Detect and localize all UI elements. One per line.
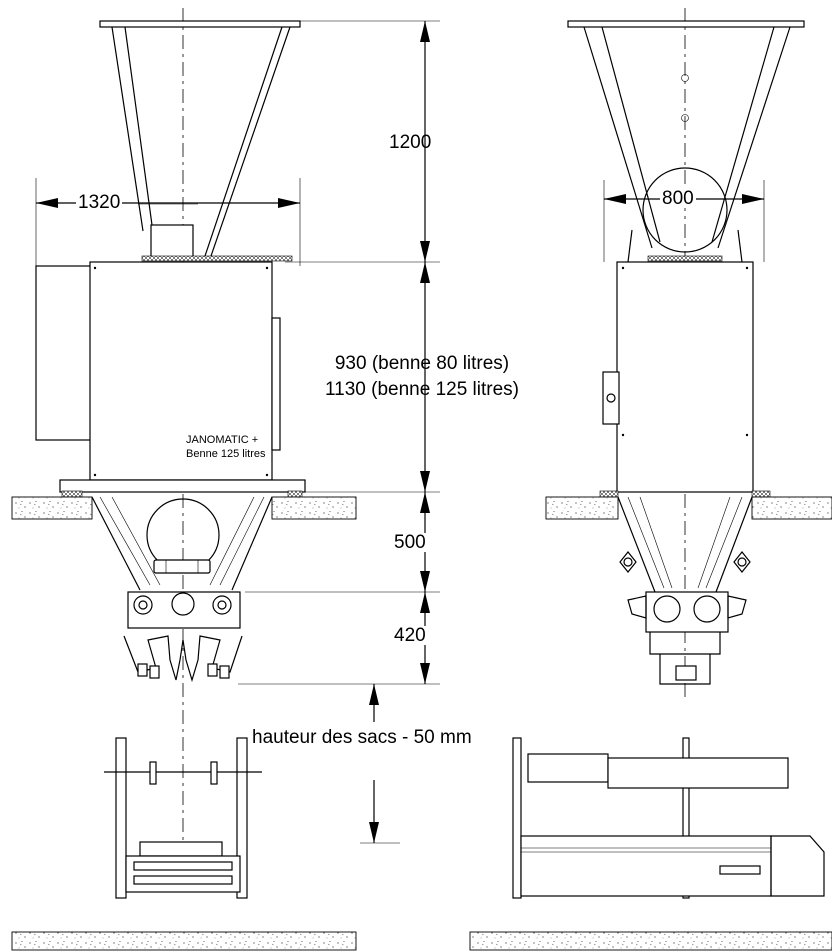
- left-cone: [91, 496, 273, 591]
- right-view: [469, 8, 832, 951]
- dimension-1130: 1130 (benne 125 litres): [325, 379, 519, 400]
- right-hopper: [567, 20, 805, 263]
- dimension-1200: 1200: [389, 132, 432, 153]
- machine-label-line1: JANOMATIC +: [186, 434, 259, 446]
- left-floor-slab-upper-right: [271, 496, 357, 520]
- right-floor-slab-right: [751, 496, 832, 520]
- machine-label-line2: Benne 125 litres: [186, 448, 266, 460]
- dimension-1320: 1320: [76, 192, 123, 213]
- dimension-930: 930 (benne 80 litres): [334, 353, 510, 374]
- right-floor-slab-left: [545, 496, 619, 520]
- dimension-500: 500: [394, 532, 426, 553]
- right-cone: [617, 496, 753, 593]
- right-machine-body: [599, 255, 771, 498]
- left-bag-clamp: [123, 591, 243, 683]
- machine-label: JANOMATIC + Benne 125 litres: [186, 433, 266, 461]
- left-machine-body: [35, 255, 306, 498]
- right-floor-bottom: [469, 931, 832, 951]
- right-bag-support: [512, 737, 825, 899]
- dimension-800: 800: [660, 188, 696, 209]
- dimension-420: 420: [394, 625, 426, 646]
- left-view: [11, 8, 440, 951]
- right-side-fitting-left: [619, 551, 637, 573]
- left-dimension-lines: [35, 20, 440, 844]
- left-bag-support: [104, 737, 262, 899]
- left-floor-bottom: [11, 931, 357, 951]
- right-bag-clamp: [627, 591, 747, 685]
- right-side-fitting-right: [733, 551, 751, 573]
- dimension-bag-height: hauteur des sacs - 50 mm: [250, 727, 474, 748]
- left-floor-slab-upper: [11, 496, 93, 520]
- left-hopper: [99, 20, 301, 260]
